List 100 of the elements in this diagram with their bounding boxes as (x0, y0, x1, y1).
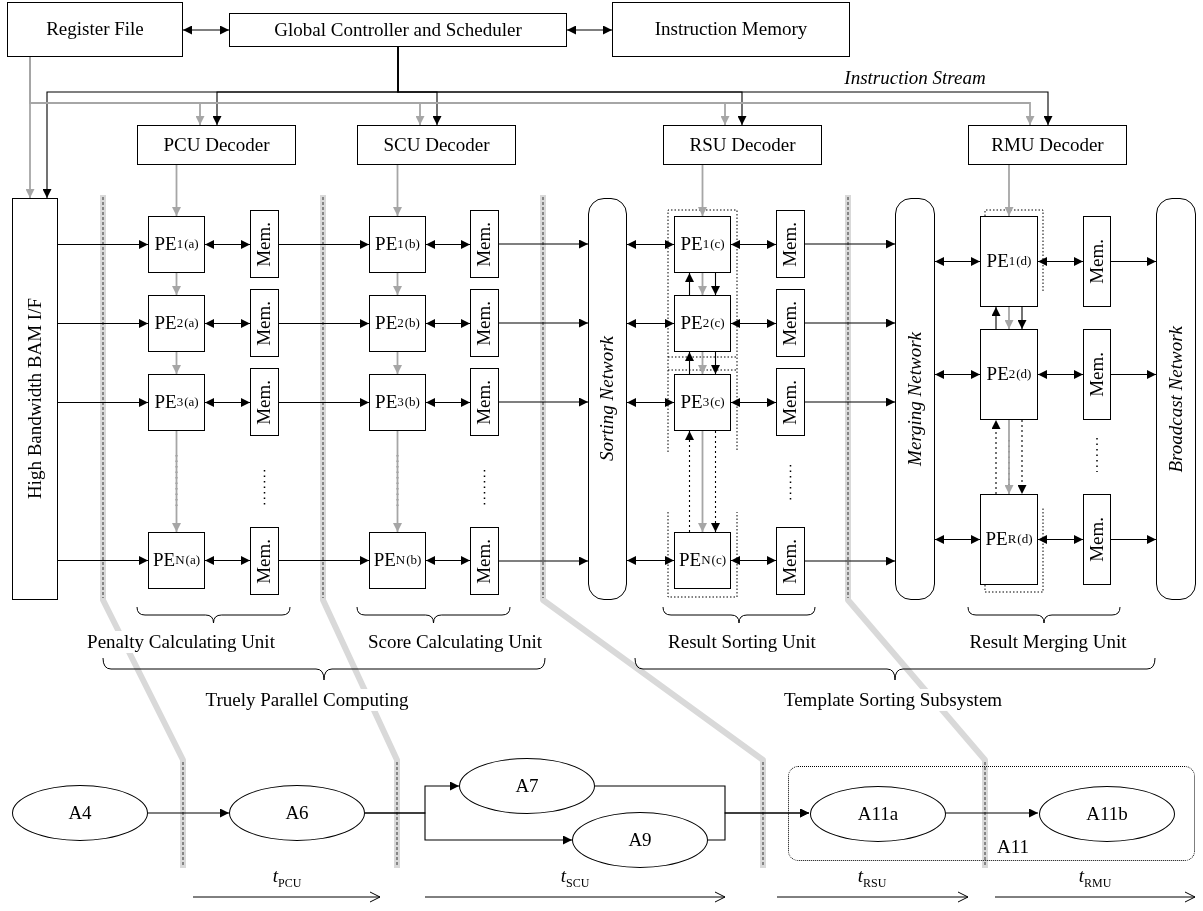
arrow (698, 164, 707, 217)
ellipse-node: A6 (229, 785, 365, 841)
arrow (397, 46, 1053, 126)
group-label: A11 (997, 837, 1030, 858)
arrow (944, 808, 1039, 818)
vertical-box: Mem. (776, 527, 805, 595)
arrow (626, 556, 675, 565)
arrow (804, 556, 896, 566)
arrow (278, 319, 370, 328)
vertical-box: Mem. (470, 527, 499, 595)
network-bar: Broadcast Network (1156, 198, 1196, 600)
arrow (393, 351, 402, 375)
vertical-box: Mem. (776, 210, 805, 278)
arrow (364, 812, 573, 845)
arrow (626, 319, 675, 328)
arrow (804, 239, 896, 249)
arrow (626, 398, 675, 407)
arrow (278, 398, 370, 407)
arrow (57, 556, 149, 565)
arrow (698, 272, 707, 296)
arrow (1004, 164, 1014, 217)
ellipse-node: A11b (1039, 786, 1175, 842)
arrow (172, 272, 181, 296)
arrow (498, 556, 589, 566)
vertical-box: Mem. (250, 368, 279, 436)
arrow (1017, 306, 1027, 330)
network-bar: Sorting Network (588, 198, 627, 600)
arrow (425, 240, 471, 249)
vertical-box: Mem. (250, 210, 279, 278)
process-box: SCU Decoder (357, 125, 516, 165)
process-box: Instruction Memory (612, 2, 850, 57)
ellipse-node: A7 (459, 758, 595, 814)
vertical-box: Mem. (1083, 329, 1111, 420)
arrow (1017, 419, 1027, 495)
arrow (498, 397, 589, 407)
arrow (804, 318, 896, 328)
arrow (172, 430, 181, 533)
process-box: PCU Decoder (137, 125, 296, 165)
vertical-box: Mem. (250, 527, 279, 595)
arrow (172, 164, 181, 217)
vertical-box: Mem. (1083, 494, 1111, 585)
arrow (204, 319, 251, 328)
arrow (278, 556, 370, 565)
arrow (730, 319, 777, 328)
vertical-box: High Bandwidth BAM I/F (12, 198, 58, 600)
arrow (730, 398, 777, 407)
arrow (425, 319, 471, 328)
arrow (393, 272, 402, 296)
vertical-box: Mem. (776, 368, 805, 436)
arrow (1037, 257, 1084, 266)
arrow (57, 319, 149, 328)
arrow (711, 430, 720, 533)
group-label: Truely Parallel Computing (203, 689, 411, 711)
arrow (566, 25, 613, 35)
arrow (626, 240, 675, 249)
arrow (804, 397, 896, 407)
arrow (730, 240, 777, 249)
arrow (182, 25, 230, 35)
arrow (991, 419, 1001, 495)
arrow (498, 239, 589, 249)
vertical-box: Mem. (250, 289, 279, 357)
arrow (1037, 370, 1084, 379)
arrow (204, 556, 251, 565)
ellipse-node: A9 (572, 812, 708, 868)
arrow (393, 430, 402, 533)
arrow (934, 370, 981, 379)
arrow (204, 398, 251, 407)
arrow (425, 556, 471, 565)
process-box: RSU Decoder (663, 125, 822, 165)
arrow (730, 556, 777, 565)
arrow (991, 306, 1001, 330)
arrow (685, 351, 694, 375)
network-bar: Merging Network (895, 198, 935, 600)
arrow (711, 351, 720, 375)
arrow (707, 808, 810, 841)
arrow (498, 318, 589, 328)
vertical-box: Mem. (470, 210, 499, 278)
vertical-box: Mem. (470, 289, 499, 357)
arrow (685, 430, 694, 533)
ellipse-node: A4 (12, 785, 148, 841)
arrow (1110, 535, 1157, 544)
process-box: RMU Decoder (968, 125, 1127, 165)
arrow (1004, 419, 1014, 495)
arrow (934, 535, 981, 544)
arrow (147, 808, 230, 818)
vertical-box: Mem. (776, 289, 805, 357)
arrow (685, 272, 694, 296)
arrow (1110, 370, 1157, 379)
vertical-box: Mem. (470, 368, 499, 436)
arrow (204, 240, 251, 249)
vertical-box: Mem. (1083, 216, 1111, 307)
process-box: Register File (7, 2, 183, 57)
arrow (711, 272, 720, 296)
arrow (1004, 306, 1014, 330)
arrow (698, 351, 707, 375)
group-label: Template Sorting Subsystem (781, 689, 1005, 711)
arrow (393, 164, 402, 217)
arrow (57, 240, 149, 249)
arrow (172, 351, 181, 375)
arrow (934, 257, 981, 266)
